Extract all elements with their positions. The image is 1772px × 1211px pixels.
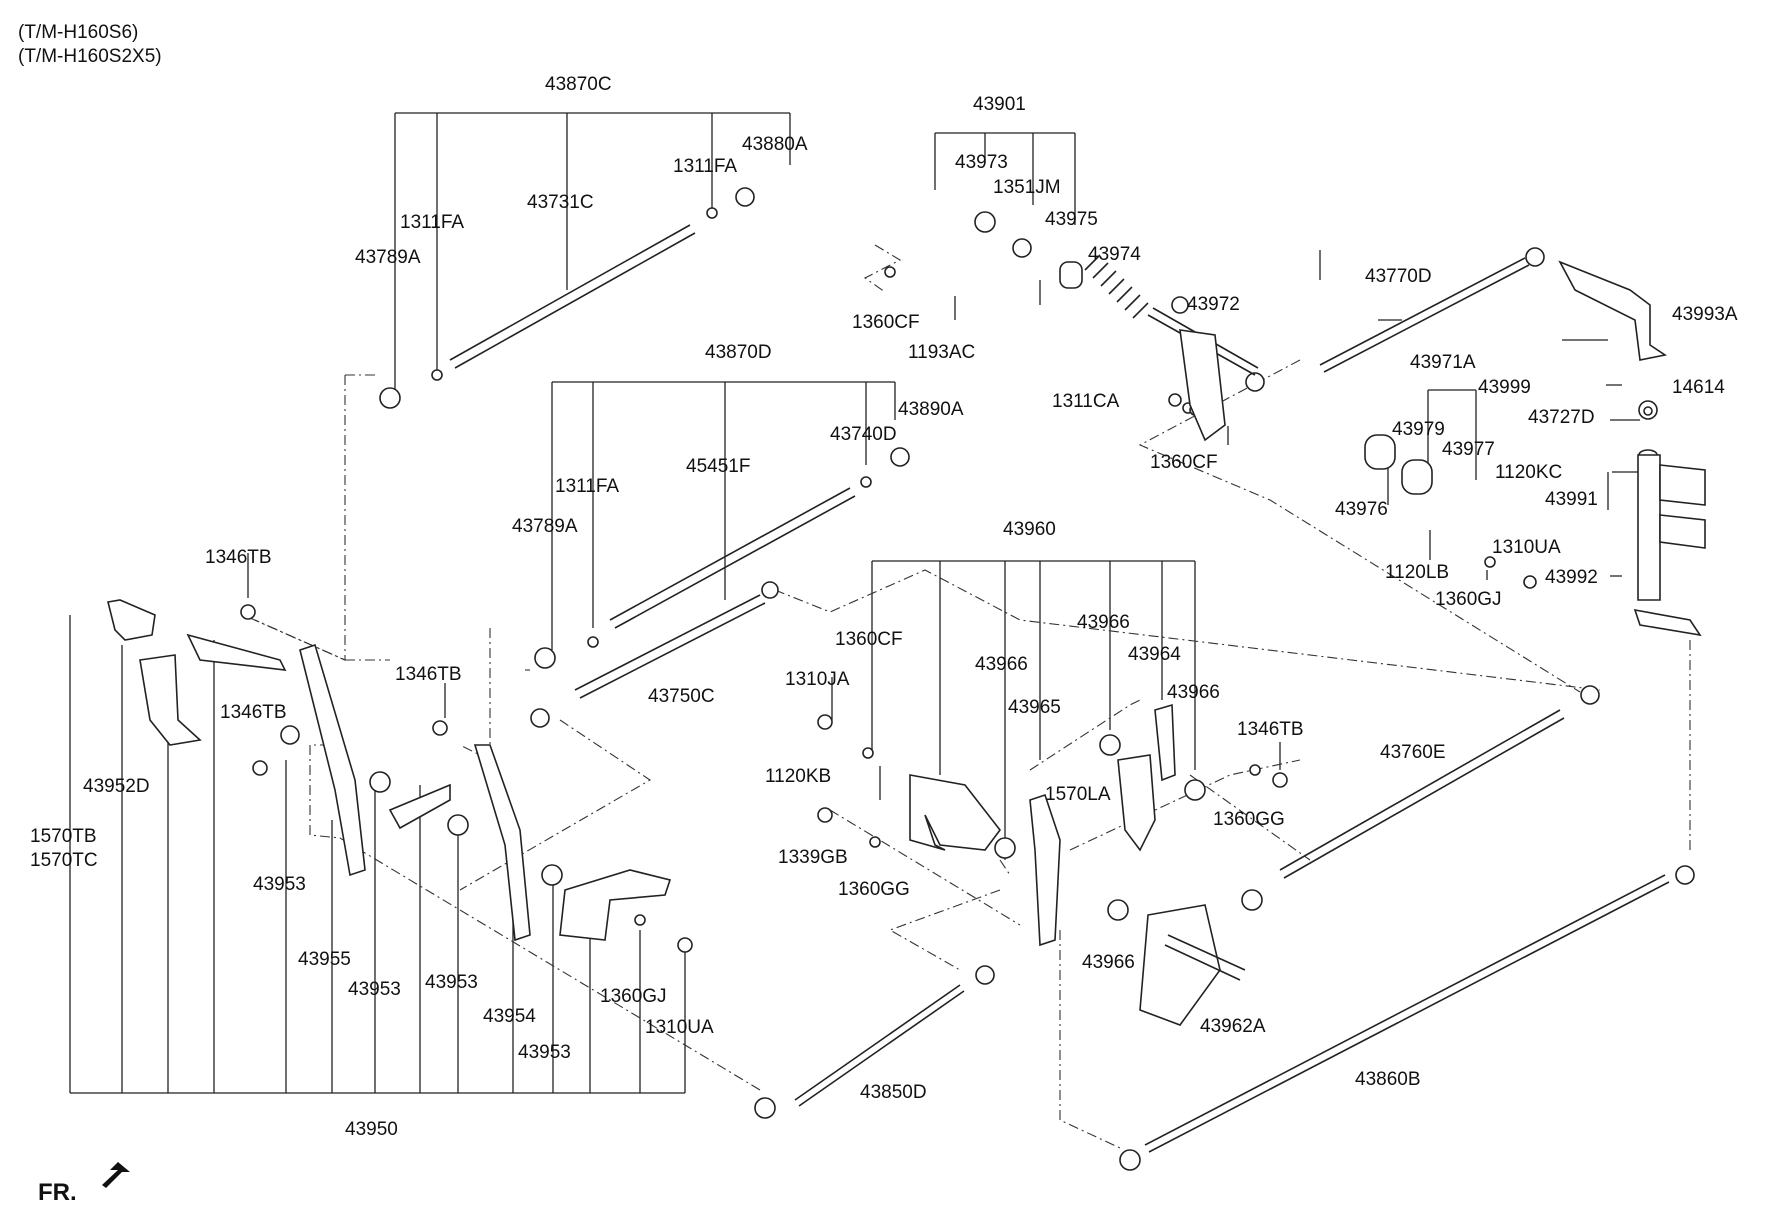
label-1346TB-b: 1346TB [395,664,462,685]
label-43953-d: 43953 [518,1042,571,1063]
leader-lines [69,112,1645,1094]
label-1310UA-b: 1310UA [645,1017,714,1038]
label-1360GJ-b: 1360GJ [600,986,667,1007]
part-shapes [102,187,1706,1188]
label-1310JA: 1310JA [785,669,850,690]
label-43750C: 43750C [648,686,715,707]
label-43975: 43975 [1045,209,1098,230]
label-43992: 43992 [1545,567,1598,588]
label-43962A: 43962A [1200,1016,1266,1037]
label-1351JM: 1351JM [993,177,1061,198]
label-1193AC: 1193AC [908,342,975,363]
label-43870C: 43870C [545,74,612,95]
ball-joint-43860B-a [1119,1149,1141,1171]
label-43955: 43955 [298,949,351,970]
label-43979: 43979 [1392,419,1445,440]
label-43966-d: 43966 [1082,952,1135,973]
ball-joint-43789A-lower [534,647,556,669]
label-1120KC: 1120KC [1495,462,1562,483]
label-43789A-b: 43789A [512,516,578,537]
label-43966-a: 43966 [1077,612,1130,633]
label-1346TB-a: 1346TB [205,547,272,568]
label-43971A: 43971A [1410,352,1476,373]
label-43727D: 43727D [1528,407,1595,428]
ball-joint-43850D-a [754,1097,776,1119]
label-43964: 43964 [1128,644,1181,665]
ball-joint-43760E-a [1241,889,1263,911]
label-1120LB: 1120LB [1385,562,1449,583]
label-1570TB: 1570TB [30,826,97,847]
header-line-1: (T/M-H160S6) [18,22,138,43]
label-43789A-a: 43789A [355,247,421,268]
rods [449,224,1670,1153]
label-43870D: 43870D [705,342,772,363]
label-43954: 43954 [483,1006,536,1027]
label-1311FA-a: 1311FA [400,212,464,233]
ball-joint-43789A-upper [379,387,401,409]
label-1311FA-c: 1311FA [555,476,619,497]
label-14614: 14614 [1672,377,1725,398]
label-43976: 43976 [1335,499,1388,520]
label-43966-b: 43966 [975,654,1028,675]
label-1311CA: 1311CA [1052,391,1120,412]
ball-joint-43880A [735,187,755,207]
label-1360CF-b: 1360CF [1150,452,1218,473]
label-43740D: 43740D [830,424,897,445]
label-43760E: 43760E [1380,742,1446,763]
header-line-2: (T/M-H160S2X5) [18,46,162,67]
label-43952D: 43952D [83,776,150,797]
label-1346TB-d: 1346TB [1237,719,1304,740]
label-45451F: 45451F [686,456,750,477]
label-1310UA-a: 1310UA [1492,537,1561,558]
ball-joint-43890A [890,447,910,467]
label-1360GG-a: 1360GG [1213,809,1285,830]
label-43953-b: 43953 [348,979,401,1000]
label-43950: 43950 [345,1119,398,1140]
assembly-dashed-lines [249,244,1691,1149]
label-43860B: 43860B [1355,1069,1421,1090]
label-43977: 43977 [1442,439,1495,460]
label-43880A: 43880A [742,134,808,155]
label-1360GG-b: 1360GG [838,879,910,900]
label-43993A: 43993A [1672,304,1738,325]
label-43999: 43999 [1478,377,1531,398]
label-43953-a: 43953 [253,874,306,895]
label-1346TB-c: 1346TB [220,702,287,723]
ball-joint-43860B-b [1675,865,1695,885]
ball-joint-43770D-b [1525,247,1545,267]
label-1311FA-b: 1311FA [673,156,737,177]
label-43770D: 43770D [1365,266,1432,287]
label-43973: 43973 [955,152,1008,173]
label-43901: 43901 [973,94,1026,115]
label-43953-c: 43953 [425,972,478,993]
label-1339GB: 1339GB [778,847,848,868]
label-1360CF-a: 1360CF [852,312,920,333]
label-43991: 43991 [1545,489,1598,510]
label-43731C: 43731C [527,192,594,213]
ball-joint-43850D-b [975,965,995,985]
label-43850D: 43850D [860,1082,927,1103]
label-1360GJ-a: 1360GJ [1435,589,1502,610]
label-43890A: 43890A [898,399,964,420]
ball-joint-43750C-a [530,708,550,728]
label-43965: 43965 [1008,697,1061,718]
ball-joint-43750C-b [761,581,779,599]
part-labels: 43870C 1311FA 43880A 43731C 1311FA 43789… [30,74,1738,1206]
label-1120KB: 1120KB [765,766,831,787]
label-43974: 43974 [1088,244,1141,265]
label-1360CF-c: 1360CF [835,629,903,650]
ball-joint-43760E-b [1580,685,1600,705]
label-43972: 43972 [1187,294,1240,315]
label-43960: 43960 [1003,519,1056,540]
ball-joint-43770D [1245,372,1265,392]
label-1570TC: 1570TC [30,850,98,871]
front-marker: FR. [38,1179,77,1206]
label-43966-c: 43966 [1167,682,1220,703]
label-1570LA: 1570LA [1045,784,1111,805]
